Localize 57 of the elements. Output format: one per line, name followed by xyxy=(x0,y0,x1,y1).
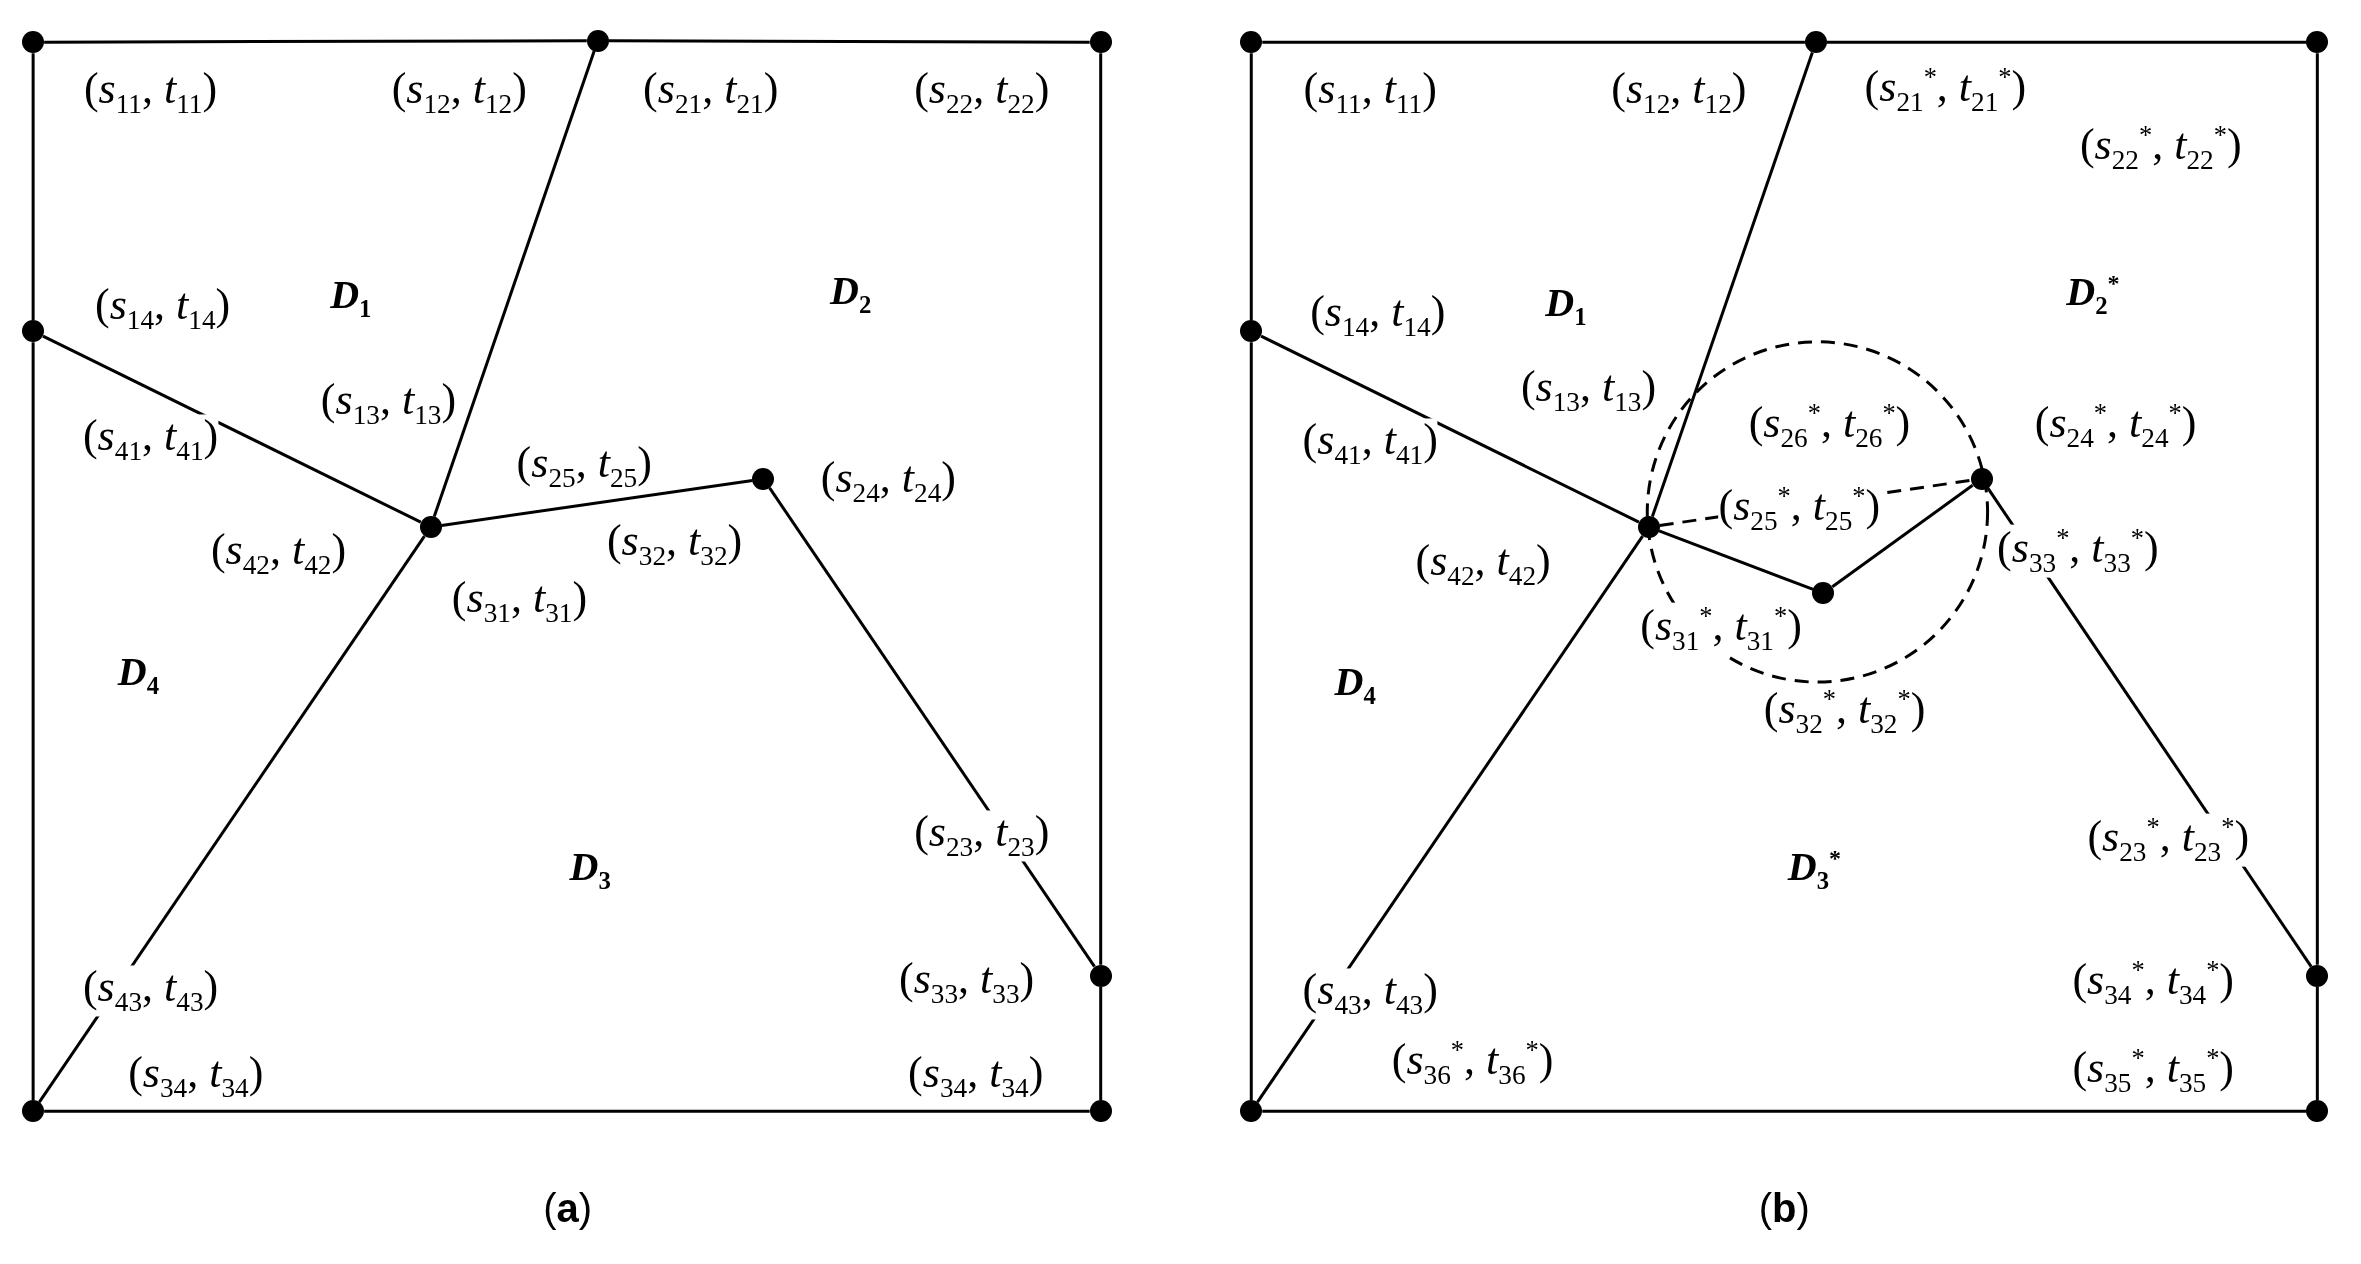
line xyxy=(44,1109,1090,1113)
vertex-dot xyxy=(1089,31,1112,54)
coordinate-label: (s$_{43}$, t$_{43}$) xyxy=(82,965,219,1017)
vertex-dot xyxy=(1240,320,1263,343)
line xyxy=(768,487,1096,968)
line xyxy=(1249,53,1253,321)
panel-label: (a) xyxy=(543,1187,593,1228)
vertex-dot xyxy=(586,29,609,52)
line xyxy=(1249,342,1253,1101)
line xyxy=(1260,334,1640,524)
line xyxy=(44,39,587,44)
coordinate-label: (s$_{23}$, t$_{23}$) xyxy=(914,810,1050,862)
vertex-dot xyxy=(1970,467,1993,490)
line xyxy=(1831,484,1974,589)
region-label: D$_{2}$ xyxy=(830,270,872,317)
vertex-dot xyxy=(1089,964,1112,987)
vertex-dot xyxy=(1804,31,1827,54)
region-label: D$_{3}$ xyxy=(569,846,611,894)
vertex-dot xyxy=(22,31,45,54)
line xyxy=(42,334,422,524)
line xyxy=(2315,53,2319,965)
line xyxy=(441,478,753,527)
region-label: D$_{4}$ xyxy=(1334,661,1376,709)
line xyxy=(1262,40,1805,44)
line xyxy=(1826,40,2307,44)
region-label: D$_{1}$ xyxy=(1545,282,1587,330)
line xyxy=(1262,1109,2307,1113)
line xyxy=(31,53,35,321)
region-label: D$_{1}$ xyxy=(330,274,372,322)
line xyxy=(1099,986,1103,1101)
vertex-dot xyxy=(419,516,442,538)
vertex-dot xyxy=(752,467,775,490)
line xyxy=(608,39,1090,44)
vertex-dot xyxy=(22,1100,45,1123)
line xyxy=(31,342,35,1101)
vertex-dot xyxy=(1089,1100,1112,1123)
panel-label: (b) xyxy=(1758,1187,1810,1228)
line xyxy=(1658,529,1814,591)
region-label: D$_{4}$ xyxy=(117,651,160,698)
coordinate-label: (s$_{31}$$^{*}$, t$_{31}$$^{*}$) xyxy=(1640,603,1802,656)
vertex-dot xyxy=(2306,1100,2329,1123)
coordinate-label: (s$_{33}$$^{*}$, t$_{33}$$^{*}$) xyxy=(1997,524,2159,578)
line xyxy=(2315,986,2319,1101)
vertex-dot xyxy=(2306,31,2329,54)
vertex-dot xyxy=(2306,964,2329,987)
vertex-dot xyxy=(1812,582,1835,605)
vertex-dot xyxy=(1240,1100,1263,1123)
vertex-dot xyxy=(1637,516,1660,538)
vertex-dot xyxy=(22,320,45,343)
line xyxy=(432,50,596,518)
coordinate-label: (s$_{23}$$^{*}$, t$_{23}$$^{*}$) xyxy=(2087,813,2250,867)
line xyxy=(1256,535,1644,1103)
line xyxy=(1099,53,1103,965)
coordinate-label: (s$_{43}$, t$_{43}$) xyxy=(1302,968,1438,1020)
line xyxy=(1650,52,1814,518)
vertex-dot xyxy=(1240,31,1263,54)
line xyxy=(38,535,426,1103)
